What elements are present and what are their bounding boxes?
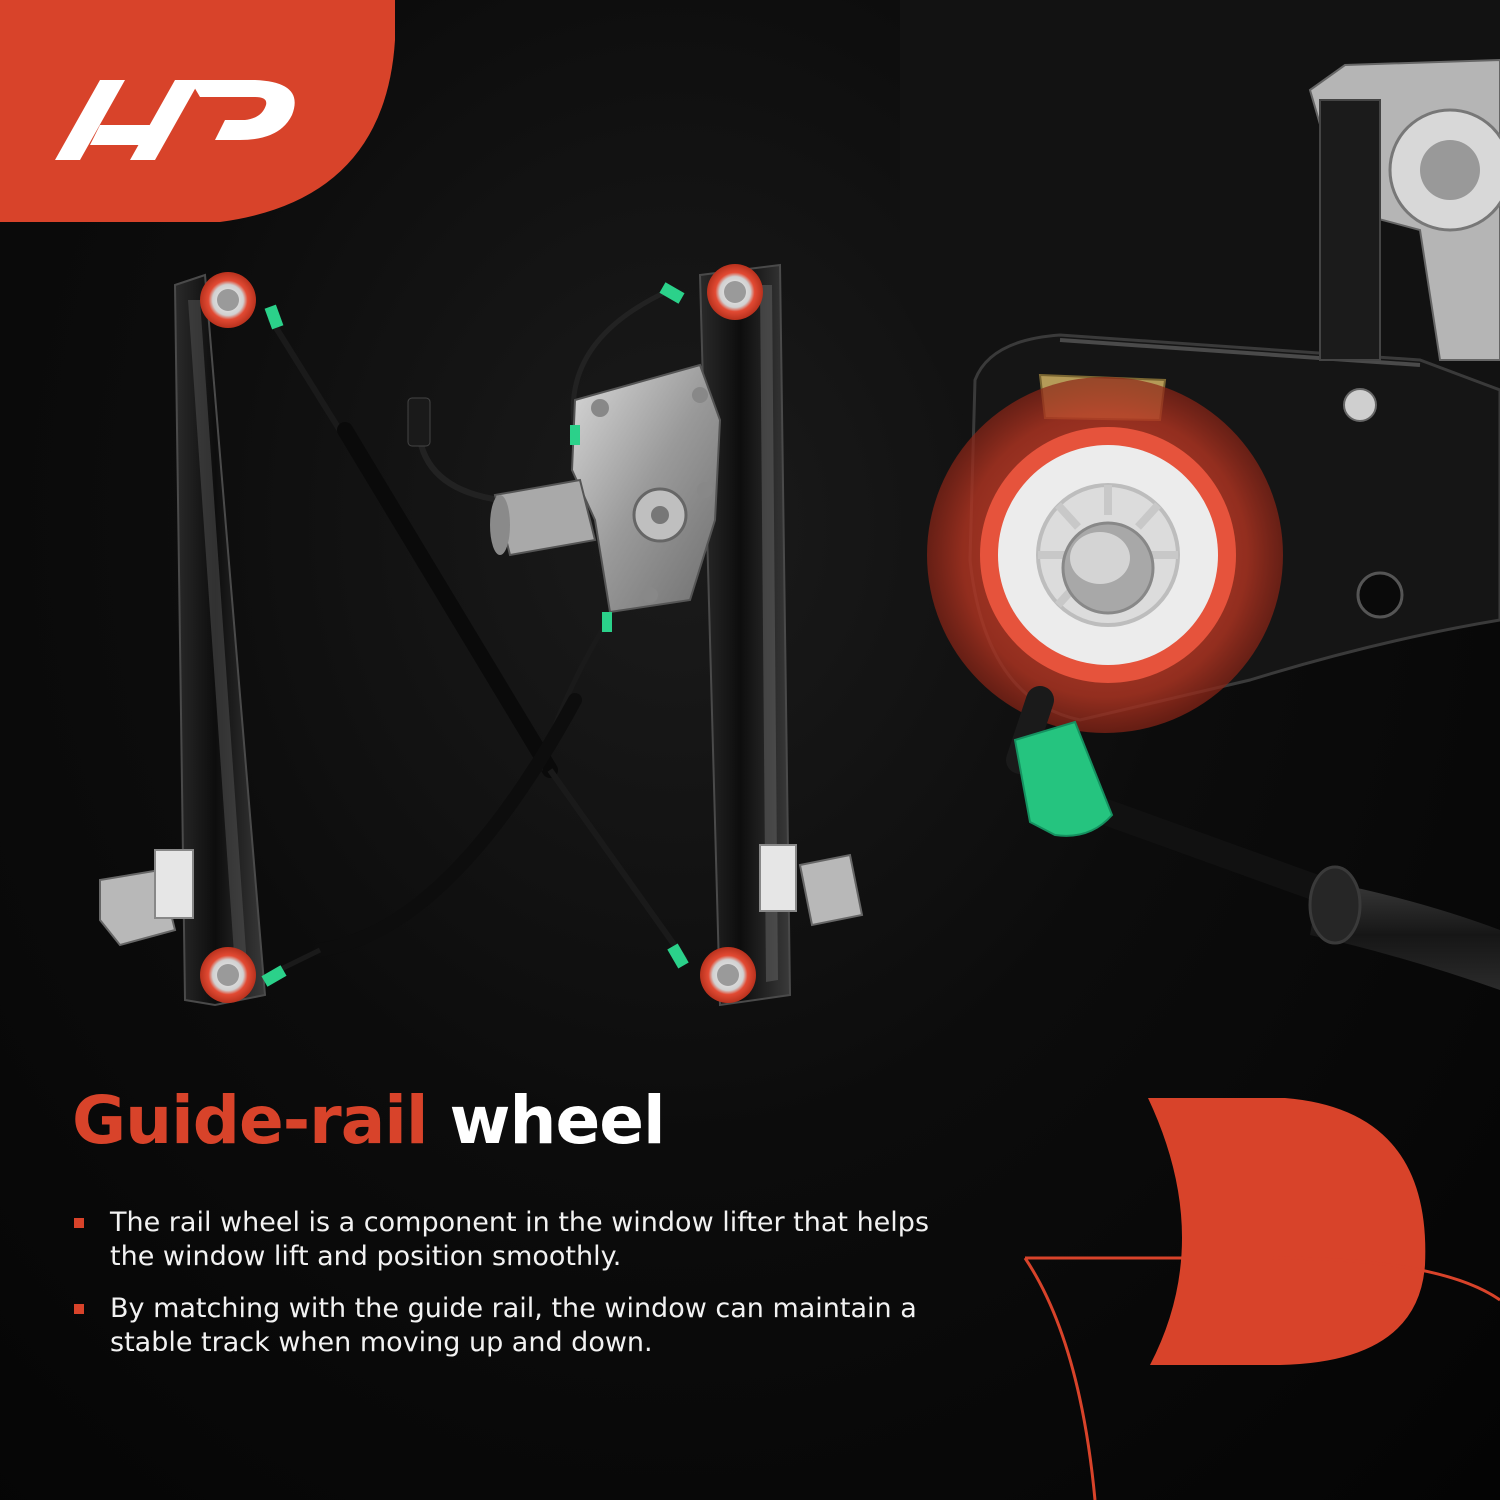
window-regulator	[99, 263, 864, 1007]
rail-wheel-closeup	[927, 58, 1500, 990]
guide-wheel-top-left	[200, 272, 256, 328]
guide-wheel-bottom-right	[700, 947, 756, 1003]
bullet-text: The rail wheel is a component in the win…	[110, 1207, 930, 1272]
feature-headline: Guide-rail wheel	[72, 1088, 666, 1154]
square-bullet-icon	[74, 1304, 84, 1314]
feature-bullet-list: The rail wheel is a component in the win…	[72, 1206, 932, 1378]
d-shape-decoration	[1023, 1098, 1500, 1500]
guide-wheel-bottom-left	[200, 947, 256, 1003]
list-item: The rail wheel is a component in the win…	[72, 1206, 932, 1274]
square-bullet-icon	[74, 1218, 84, 1228]
guide-wheel-top-right	[707, 264, 763, 320]
brand-logo	[0, 0, 395, 222]
brand-logo-icon	[0, 0, 395, 222]
headline-accent: Guide-rail	[72, 1082, 429, 1159]
headline-plain: wheel	[449, 1082, 666, 1159]
bullet-text: By matching with the guide rail, the win…	[110, 1293, 917, 1358]
list-item: By matching with the guide rail, the win…	[72, 1292, 932, 1360]
